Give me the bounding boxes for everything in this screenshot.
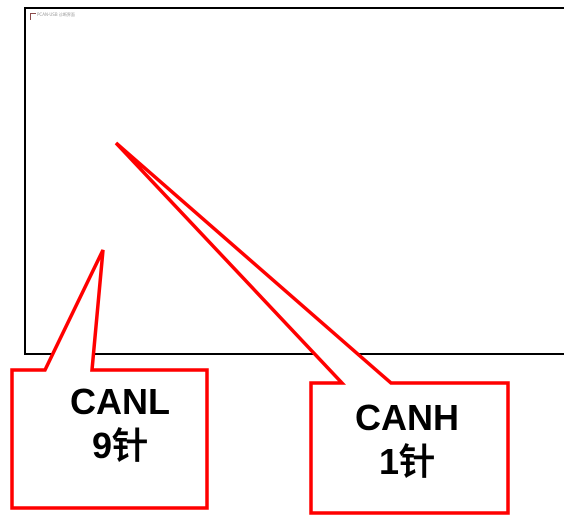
- canh-signal-name: CANH: [355, 397, 459, 438]
- canh-callout-label: CANH 1针: [318, 396, 496, 484]
- canl-callout-label: CANL 9针: [40, 380, 200, 468]
- canh-callout-shape: [114, 141, 510, 515]
- canh-pin-number: 1针: [378, 441, 436, 482]
- canl-signal-name: CANL: [70, 381, 170, 422]
- canl-callout-shape: [10, 249, 209, 510]
- app-logo-icon: [30, 13, 36, 20]
- canl-pin-number: 9针: [91, 425, 149, 466]
- window-caption: PCAN-USB 诊断界面: [37, 12, 75, 17]
